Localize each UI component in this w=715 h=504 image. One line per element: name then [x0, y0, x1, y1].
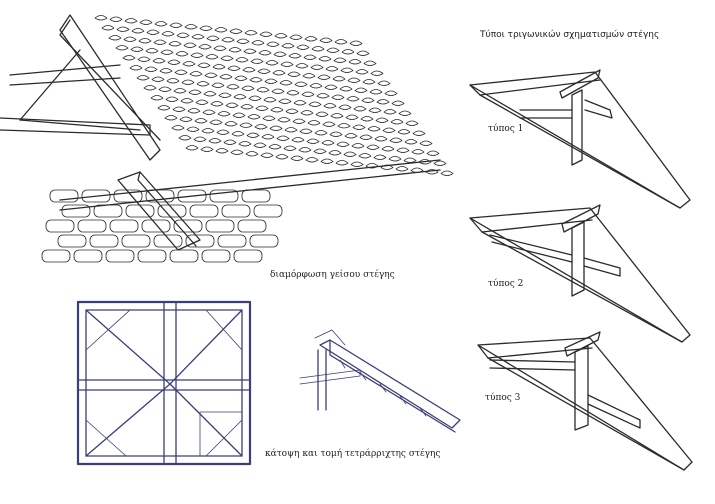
truss-type-3-label: τύπος 3 — [485, 392, 521, 403]
truss-type-3-drawing — [477, 331, 693, 471]
truss-type-2-drawing — [469, 204, 691, 343]
truss-type-1-drawing — [469, 69, 691, 209]
sheet-title: Τύποι τριγωνικών σχηματισμών στέγης — [479, 29, 659, 40]
truss-type-1-label: τύπος 1 — [488, 123, 523, 134]
plan-section-caption: κάτοψη και τομή τετράρριχτης στέγης — [265, 448, 440, 459]
eaves-caption: διαμόρφωση γείσου στέγης — [270, 269, 395, 280]
roof-section-drawing — [299, 329, 461, 433]
eaves-sketch — [0, 14, 454, 263]
hip-roof-plan-drawing — [76, 300, 252, 466]
truss-type-2-label: τύπος 2 — [488, 278, 523, 289]
